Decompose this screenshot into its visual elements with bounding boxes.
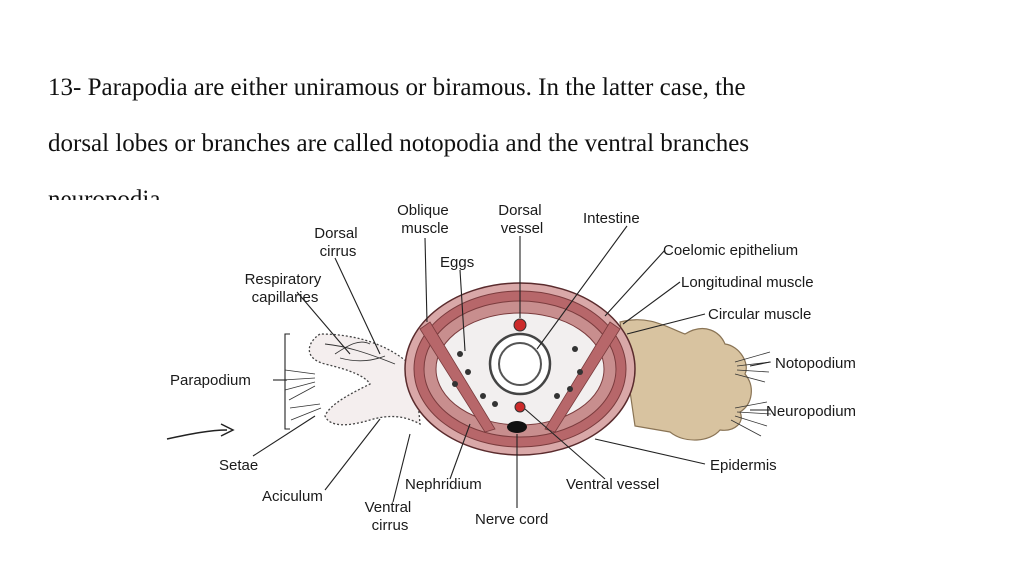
oblique-muscle-right [544, 321, 621, 433]
label-dorsal-cirrus: Dorsal cirrus [314, 225, 362, 260]
left-capillaries [324, 341, 396, 365]
label-dorsal-vessel: Dorsal vessel [498, 202, 546, 237]
parapodium-bracket [284, 333, 290, 430]
label-setae: Setae [219, 457, 258, 474]
intestine-lumen [498, 342, 542, 386]
label-notopodium: Notopodium [775, 355, 856, 372]
label-neuropodium: Neuropodium [766, 403, 856, 420]
label-parapodium: Parapodium [170, 372, 251, 389]
label-nephridium: Nephridium [405, 476, 482, 493]
left-setae [282, 369, 322, 421]
ventral-vessel [514, 401, 526, 413]
paragraph-line-2: dorsal lobes or branches are called noto… [48, 130, 750, 157]
right-setae [730, 351, 772, 437]
nerve-cord [507, 421, 527, 433]
oblique-muscle-left [419, 321, 496, 433]
label-aciculum: Aciculum [262, 488, 323, 505]
paragraph-line-3: neuropodia.. [48, 186, 173, 200]
label-oblique-muscle: Oblique muscle [397, 202, 453, 237]
paragraph-line-1: 13- Parapodia are either uniramous or bi… [48, 74, 746, 101]
right-parapodium-lobe [619, 319, 752, 441]
left-parapodium [308, 333, 421, 426]
label-epidermis: Epidermis [710, 457, 777, 474]
label-ventral-cirrus: Ventral cirrus [365, 499, 416, 534]
left-arrow [166, 423, 235, 440]
label-longitudinal-muscle: Longitudinal muscle [681, 274, 814, 291]
leader-lines [252, 225, 771, 508]
label-eggs: Eggs [440, 254, 474, 271]
body-paragraph: 13- Parapodia are either uniramous or bi… [48, 60, 948, 200]
label-circular-muscle: Circular muscle [708, 306, 811, 323]
eggs [452, 346, 583, 407]
label-intestine: Intestine [583, 210, 640, 227]
dorsal-vessel [513, 318, 527, 332]
label-ventral-vessel: Ventral vessel [566, 476, 659, 493]
label-coelomic-epithelium: Coelomic epithelium [663, 242, 798, 259]
diagram-svg: Oblique muscle Dorsal vessel Intestine D… [166, 202, 856, 534]
label-respiratory-capillaries: Respiratory capillaries [245, 271, 326, 306]
label-nerve-cord: Nerve cord [475, 511, 548, 528]
parapodium-cross-section-diagram: Oblique muscle Dorsal vessel Intestine D… [165, 194, 885, 534]
